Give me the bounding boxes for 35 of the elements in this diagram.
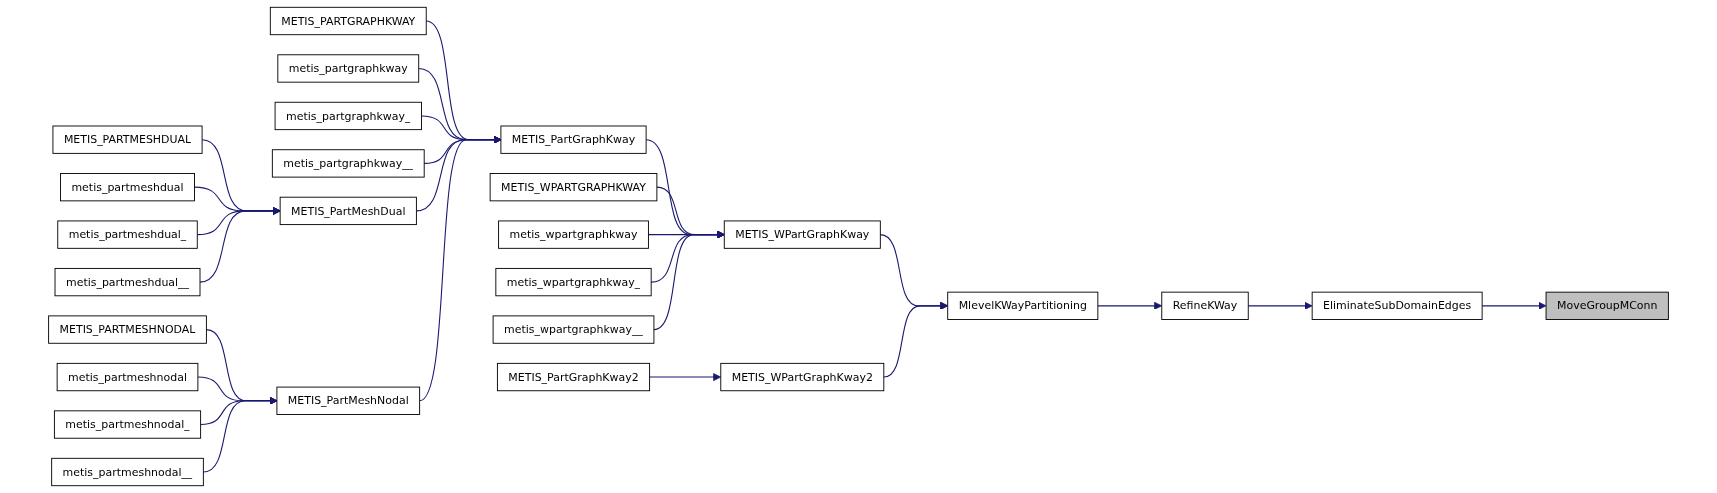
node-box: METIS_PARTMESHNODAL: [48, 315, 207, 344]
node-box: MoveGroupMConn: [1545, 291, 1669, 320]
node-box: MlevelKWayPartitioning: [947, 291, 1099, 320]
node-box: metis_wpartgraphkway_: [495, 267, 652, 297]
arrow: [883, 301, 949, 378]
arrow: [419, 135, 502, 402]
arrow: [649, 373, 722, 382]
node-box: METIS_PartGraphKway2: [496, 362, 651, 392]
node-box: metis_partgraphkway: [277, 54, 420, 83]
node-box: metis_partmeshnodal__: [51, 457, 204, 487]
node-box: metis_partmeshnodal: [56, 362, 199, 392]
node-box: EliminateSubDomainEdges: [1311, 291, 1483, 320]
node-box: METIS_WPartGraphKway2: [720, 362, 885, 392]
node-box: metis_partmeshdual_: [57, 220, 198, 249]
node-box: metis_partmeshdual__: [54, 267, 201, 297]
arrow: [1481, 301, 1547, 310]
node-box: METIS_PartMeshNodal: [276, 386, 421, 415]
node-box: metis_wpartgraphkway__: [492, 315, 655, 344]
node-box: metis_wpartgraphkway: [498, 220, 649, 249]
node-box: METIS_PARTGRAPHKWAY: [269, 6, 427, 36]
node-box: RefineKWay: [1161, 291, 1249, 320]
arrow: [202, 396, 278, 473]
node-box: METIS_WPartGraphKway: [723, 220, 881, 249]
node-box: METIS_PartGraphKway: [500, 125, 647, 154]
node-box: metis_partmeshnodal_: [53, 410, 202, 439]
node-box: metis_partgraphkway_: [274, 101, 422, 131]
arrow: [653, 230, 725, 331]
arrow: [199, 206, 281, 283]
arrow: [1097, 301, 1163, 310]
node-box: METIS_PartMeshDual: [279, 196, 417, 226]
node-box: METIS_WPARTGRAPHKWAY: [489, 173, 658, 202]
node-box: metis_partgraphkway__: [271, 149, 425, 178]
node-box: METIS_PARTMESHDUAL: [52, 125, 203, 154]
arrow: [1247, 301, 1313, 310]
node-box: metis_partmeshdual: [60, 173, 195, 202]
